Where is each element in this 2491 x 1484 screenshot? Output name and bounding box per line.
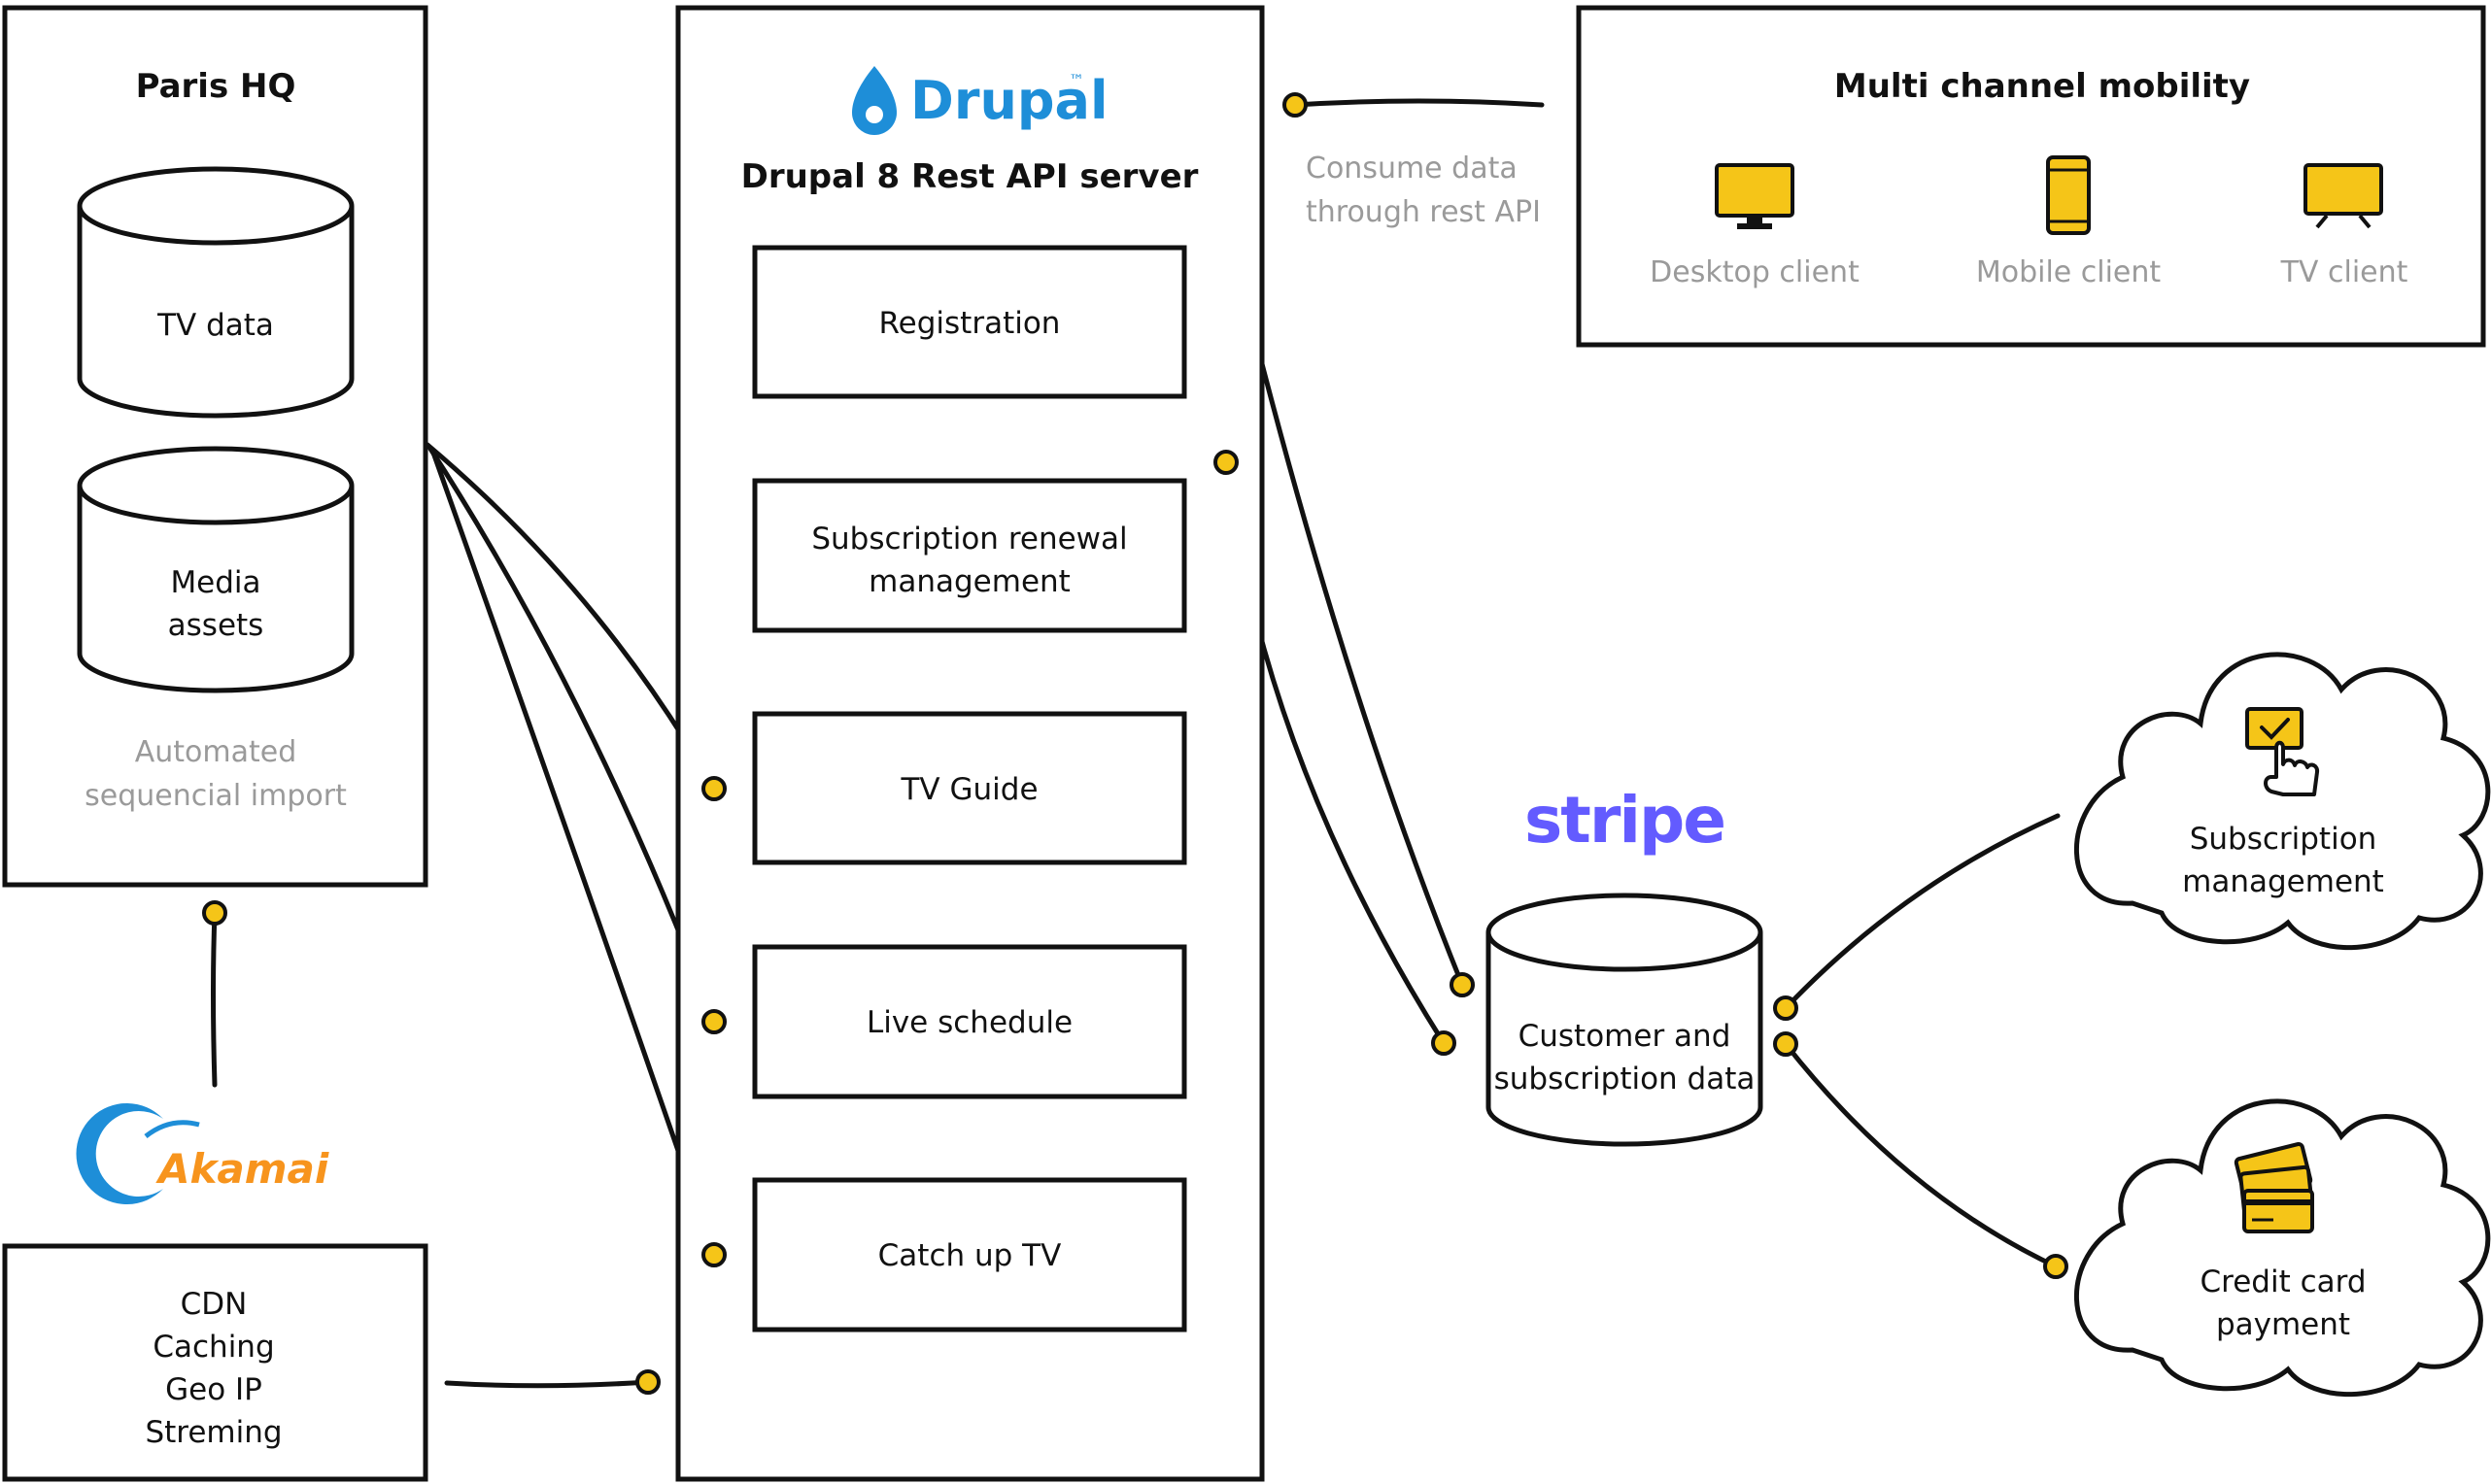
akamai-logo: Akamai bbox=[76, 1103, 329, 1204]
tv-client-label: TV client bbox=[2280, 255, 2408, 289]
connector-dots bbox=[202, 92, 2068, 1395]
consume-note-line2: through rest API bbox=[1306, 195, 1541, 229]
payment-cloud-line2: payment bbox=[2216, 1307, 2350, 1342]
media-assets-label-line1: Media bbox=[170, 565, 260, 600]
cdn-feature-4: Streming bbox=[145, 1415, 282, 1450]
paris-hq-panel: Paris HQ TV data Media assets Automated … bbox=[2, 5, 428, 888]
cdn-feature-1: CDN bbox=[181, 1287, 248, 1322]
stripe-logo-text: stripe bbox=[1524, 783, 1724, 858]
dot-drupal-mobility[interactable] bbox=[1282, 92, 1308, 118]
drupal-logo: Drupal ™ bbox=[852, 66, 1109, 135]
tv-client[interactable]: TV client bbox=[2280, 163, 2408, 289]
module-subscription-renewal-line2: management bbox=[869, 564, 1071, 599]
connector-paris-to-akamai bbox=[211, 910, 218, 1088]
dot-api-stripe-source[interactable] bbox=[1213, 450, 1239, 475]
cdn-feature-3: Geo IP bbox=[165, 1372, 262, 1407]
mobile-client[interactable]: Mobile client bbox=[1976, 155, 2162, 289]
media-assets-label-line2: assets bbox=[168, 608, 264, 643]
module-catch-up-tv-label: Catch up TV bbox=[878, 1238, 1062, 1273]
import-note-line1: Automated bbox=[135, 735, 297, 769]
customer-subscription-database[interactable]: Customer and subscription data bbox=[1485, 893, 1763, 1147]
module-tv-guide[interactable]: TV Guide bbox=[752, 711, 1187, 865]
dot-live-schedule[interactable] bbox=[701, 1009, 727, 1034]
connector-stripe-to-payment-cloud bbox=[1783, 1041, 2059, 1269]
drupal-trademark: ™ bbox=[1069, 71, 1084, 89]
credit-cards-icon bbox=[2234, 1142, 2314, 1233]
drupal-logo-text: Drupal bbox=[910, 70, 1109, 131]
drupal-server-title: Drupal 8 Rest API server bbox=[741, 157, 1199, 196]
paris-hq-title: Paris HQ bbox=[136, 67, 296, 106]
connector-cdn-to-drupal bbox=[444, 1379, 651, 1389]
mobility-title: Multi channel mobility bbox=[1834, 67, 2250, 106]
dot-paris-akamai[interactable] bbox=[202, 900, 227, 926]
tv-screen-icon bbox=[2303, 163, 2383, 229]
media-assets-database[interactable]: Media assets bbox=[77, 446, 355, 693]
subscription-cloud-line2: management bbox=[2182, 864, 2384, 899]
dot-cdn-drupal[interactable] bbox=[635, 1369, 661, 1395]
module-subscription-renewal-line1: Subscription renewal bbox=[811, 522, 1127, 556]
module-registration-label: Registration bbox=[879, 306, 1061, 341]
connector-stripe-to-subscription-cloud bbox=[1783, 813, 2061, 1011]
dot-stripe-in-a[interactable] bbox=[1450, 972, 1475, 997]
dot-catchup[interactable] bbox=[701, 1242, 727, 1267]
cdn-feature-2: Caching bbox=[153, 1330, 274, 1365]
dot-stripe-in-b[interactable] bbox=[1431, 1030, 1456, 1056]
module-registration[interactable]: Registration bbox=[752, 245, 1187, 399]
module-tv-guide-label: TV Guide bbox=[900, 772, 1038, 807]
cdn-panel: CDN Caching Geo IP Streming bbox=[2, 1243, 428, 1482]
dot-payment-cloud[interactable] bbox=[2043, 1254, 2068, 1279]
desktop-monitor-icon bbox=[1715, 163, 1794, 229]
credit-card-payment-cloud[interactable]: Credit card payment bbox=[2074, 1098, 2491, 1398]
module-subscription-renewal[interactable]: Subscription renewal management bbox=[752, 478, 1187, 633]
subscription-management-cloud[interactable]: Subscription management bbox=[2074, 652, 2491, 951]
mobile-phone-icon bbox=[2046, 155, 2091, 235]
drupal-drop-icon bbox=[852, 66, 897, 135]
mobile-client-label: Mobile client bbox=[1976, 255, 2162, 289]
payment-cloud-line1: Credit card bbox=[2201, 1265, 2367, 1299]
desktop-client-label: Desktop client bbox=[1650, 255, 1860, 289]
hand-pointer-icon bbox=[2245, 707, 2320, 796]
dot-tvguide[interactable] bbox=[701, 776, 727, 801]
connector-paris-to-tvguide bbox=[425, 442, 717, 792]
module-live-schedule-label: Live schedule bbox=[867, 1005, 1073, 1040]
dot-stripe-out-a[interactable] bbox=[1773, 995, 1798, 1021]
tv-data-database[interactable]: TV data bbox=[77, 166, 355, 419]
mobility-panel: Multi channel mobility Desktop client Mo… bbox=[1576, 5, 2486, 348]
connector-drupal-to-mobility bbox=[1292, 98, 1545, 108]
drupal-server-panel: Drupal ™ Drupal 8 Rest API server Regist… bbox=[675, 5, 1265, 1482]
customer-db-label-line1: Customer and bbox=[1518, 1019, 1731, 1054]
module-catch-up-tv[interactable]: Catch up TV bbox=[752, 1177, 1187, 1332]
akamai-logo-text: Akamai bbox=[155, 1145, 329, 1193]
subscription-cloud-line1: Subscription bbox=[2190, 822, 2377, 857]
customer-db-label-line2: subscription data bbox=[1494, 1062, 1756, 1096]
desktop-client[interactable]: Desktop client bbox=[1650, 163, 1860, 289]
connector-paris-to-live-schedule bbox=[427, 446, 717, 1025]
tv-data-label: TV data bbox=[156, 308, 274, 343]
dot-stripe-out-b[interactable] bbox=[1773, 1031, 1798, 1057]
import-note-line2: sequencial import bbox=[85, 779, 347, 813]
consume-note-line1: Consume data bbox=[1306, 152, 1518, 186]
module-live-schedule[interactable]: Live schedule bbox=[752, 944, 1187, 1099]
akamai-swoosh-icon bbox=[76, 1103, 163, 1204]
connector-paris-to-catchup bbox=[430, 450, 717, 1258]
